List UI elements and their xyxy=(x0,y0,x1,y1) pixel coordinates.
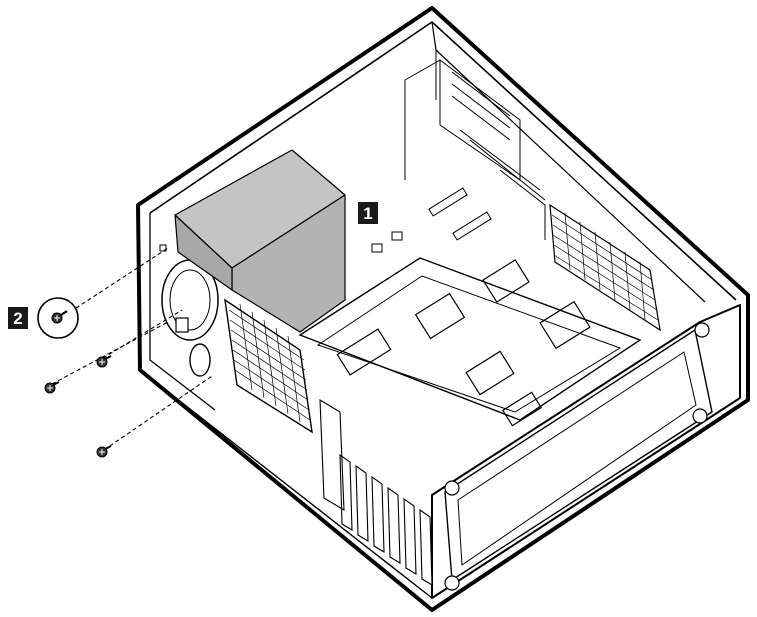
drive-cage xyxy=(404,59,546,240)
screw-icon xyxy=(96,445,112,458)
power-supply-unit xyxy=(174,149,346,333)
expansion-slot-brackets xyxy=(319,399,433,586)
motherboard-tray xyxy=(298,187,642,427)
screw-guide-lines xyxy=(51,247,213,451)
side-vent-grille xyxy=(549,203,661,332)
screw-icon xyxy=(44,381,60,394)
callout-1-label: 1 xyxy=(363,204,372,223)
callout-2: 2 xyxy=(8,297,79,339)
chassis-feet xyxy=(444,322,710,591)
rear-vent-grille xyxy=(224,298,313,434)
screw-icon xyxy=(51,310,68,324)
screw-icon xyxy=(96,355,112,368)
callout-2-box xyxy=(8,307,28,329)
psu-rear-fan xyxy=(159,244,219,377)
callout-1: 1 xyxy=(358,202,378,224)
callout-1-box xyxy=(358,202,378,224)
callout-2-label: 2 xyxy=(13,309,22,328)
